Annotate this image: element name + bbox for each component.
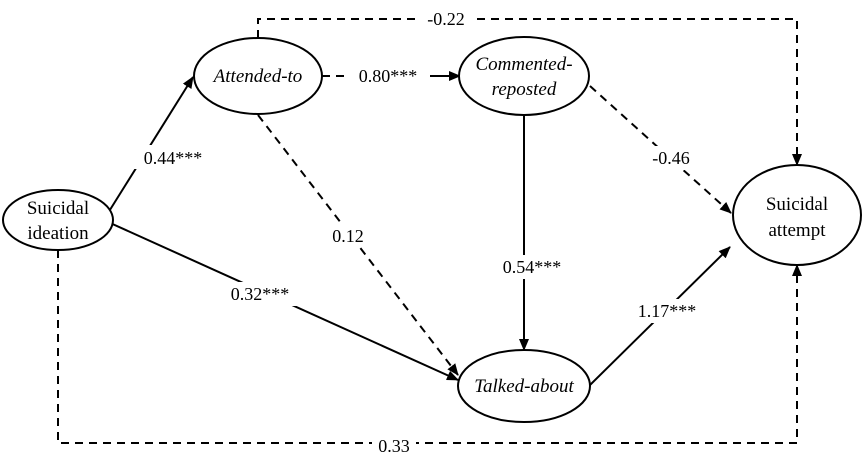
- node-suicidal-ideation-label-line2: ideation: [27, 223, 89, 244]
- edge-attended-to-to-attempt: [257, 18, 802, 166]
- coefficient-talked-about-to-attempt: 1.17***: [638, 301, 697, 321]
- coefficient-ideation-to-attempt: 0.33: [378, 436, 410, 456]
- coefficient-commented-reposted-to-attempt: -0.46: [652, 148, 690, 168]
- node-talked-about: Talked-about: [457, 349, 591, 423]
- node-suicidal-ideation-shape: [2, 189, 114, 251]
- coefficient-ideation-to-talked-about: 0.32***: [231, 284, 290, 304]
- label-background: [492, 255, 572, 279]
- node-commented-reposted: Commented- reposted: [458, 36, 590, 116]
- node-attended-to-label: Attended-to: [212, 66, 303, 87]
- edge-ideation-to-attempt: [57, 250, 802, 444]
- label-background: [220, 282, 300, 306]
- coefficient-attended-to-to-attempt: -0.22: [427, 9, 465, 29]
- node-commented-reposted-label-line2: reposted: [492, 79, 557, 100]
- node-talked-about-label: Talked-about: [474, 376, 574, 397]
- label-background: [133, 145, 213, 169]
- coefficient-ideation-to-attended-to: 0.44***: [144, 148, 203, 168]
- edge-attended-to-to-talked-about: [257, 114, 459, 376]
- edge-labels: 0.44*** 0.80*** -0.22 0.12 -0.46 0.54***…: [133, 8, 707, 456]
- coefficient-attended-to-to-talked-about: 0.12: [332, 226, 364, 246]
- coefficient-commented-reposted-to-talked-about: 0.54***: [503, 257, 562, 277]
- node-suicidal-ideation: Suicidal ideation: [2, 189, 114, 251]
- node-suicidal-attempt-label-line2: attempt: [769, 220, 827, 241]
- label-background: [348, 64, 428, 88]
- node-attended-to-shape: [193, 37, 323, 115]
- node-suicidal-attempt-shape: [732, 164, 862, 266]
- node-suicidal-ideation-label-line1: Suicidal: [27, 198, 89, 219]
- node-commented-reposted-shape: [458, 36, 590, 116]
- edge-commented-reposted-to-attempt: [589, 85, 732, 214]
- node-commented-reposted-label-line1: Commented-: [475, 54, 572, 75]
- coefficient-attended-to-to-commented-reposted: 0.80***: [359, 66, 418, 86]
- label-background: [644, 146, 698, 170]
- node-suicidal-attempt: Suicidal attempt: [732, 164, 862, 266]
- label-background: [416, 8, 476, 30]
- node-suicidal-attempt-label-line1: Suicidal: [766, 194, 828, 215]
- node-attended-to: Attended-to: [193, 37, 323, 115]
- label-background: [323, 223, 373, 247]
- label-background: [627, 299, 707, 323]
- node-talked-about-shape: [457, 349, 591, 423]
- label-background: [372, 434, 416, 456]
